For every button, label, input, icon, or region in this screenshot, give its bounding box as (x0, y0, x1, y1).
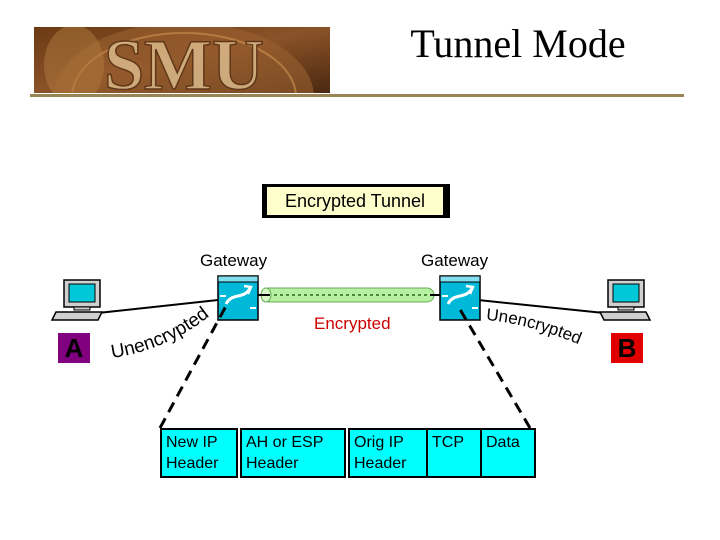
right-unencrypted-label: Unencrypted (485, 306, 584, 348)
encrypted-tunnel-pipe (260, 287, 435, 303)
left-callout-line (158, 305, 228, 429)
host-a-label: A (58, 333, 90, 363)
svg-text:Unencrypted: Unencrypted (485, 306, 584, 348)
host-b-label: B (611, 333, 643, 363)
svg-text:Unencrypted: Unencrypted (109, 303, 213, 363)
left-unencrypted-label: Unencrypted (109, 303, 213, 363)
logo-text: SMU (104, 27, 264, 93)
left-gateway-label: Gateway (200, 251, 268, 270)
header-divider (30, 94, 684, 97)
tunnel-label: Encrypted Tunnel (267, 187, 443, 215)
computer-a-icon (50, 279, 104, 321)
smu-logo: SMU (34, 27, 330, 93)
right-callout-line (456, 305, 532, 429)
packet-field-tcp: TCP (426, 428, 482, 478)
right-unencrypted-text: Unencrypted (485, 306, 584, 348)
packet-structure: New IP Header AH or ESP Header Orig IP H… (160, 428, 536, 478)
right-gateway-label: Gateway (421, 251, 489, 270)
right-gateway-router-icon (439, 275, 481, 321)
left-unencrypted-text: Unencrypted (109, 303, 213, 363)
slide-title: Tunnel Mode (410, 21, 626, 66)
packet-field-orig-ip-header: Orig IP Header (348, 428, 428, 478)
computer-b-icon (598, 279, 652, 321)
left-gateway-router-icon (217, 275, 259, 321)
encrypted-label: Encrypted (314, 314, 391, 333)
packet-field-data: Data (480, 428, 536, 478)
packet-field-new-ip-header: New IP Header (160, 428, 238, 478)
packet-field-ah-esp-header: AH or ESP Header (240, 428, 346, 478)
